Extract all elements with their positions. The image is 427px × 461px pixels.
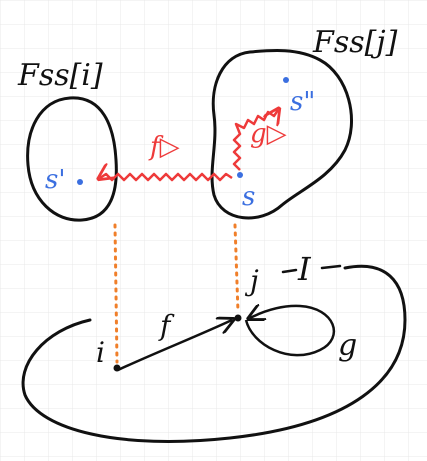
label-category: I [297,250,312,288]
label-fiber-j: Fss[j] [312,25,398,60]
base-arrow-f [117,320,232,372]
label-s-double-prime: s" [290,87,315,117]
lifted-arrow-g [232,110,278,171]
lifted-arrow-f [100,174,233,180]
fiber-blob-j [210,49,353,220]
label-s-prime: s' [45,165,66,195]
label-g-lifted: g▷ [250,119,287,149]
category-loop [21,264,407,443]
category-dash-right [320,264,342,270]
fiber-blob-i [26,96,118,222]
point-s [237,172,243,178]
point-s-double-prime [283,77,289,83]
projection-i [113,223,119,364]
label-fiber-i: Fss[i] [17,58,103,93]
projection-j [233,223,240,314]
label-s: s [242,182,255,212]
label-node-i: i [96,336,105,369]
category-dash-left [281,268,298,274]
point-i [113,364,121,372]
point-s-prime [77,179,83,185]
point-j [234,314,242,322]
base-loop-g [246,306,336,357]
label-g-base: g [338,328,357,363]
label-f-lifted: f▷ [148,132,180,162]
